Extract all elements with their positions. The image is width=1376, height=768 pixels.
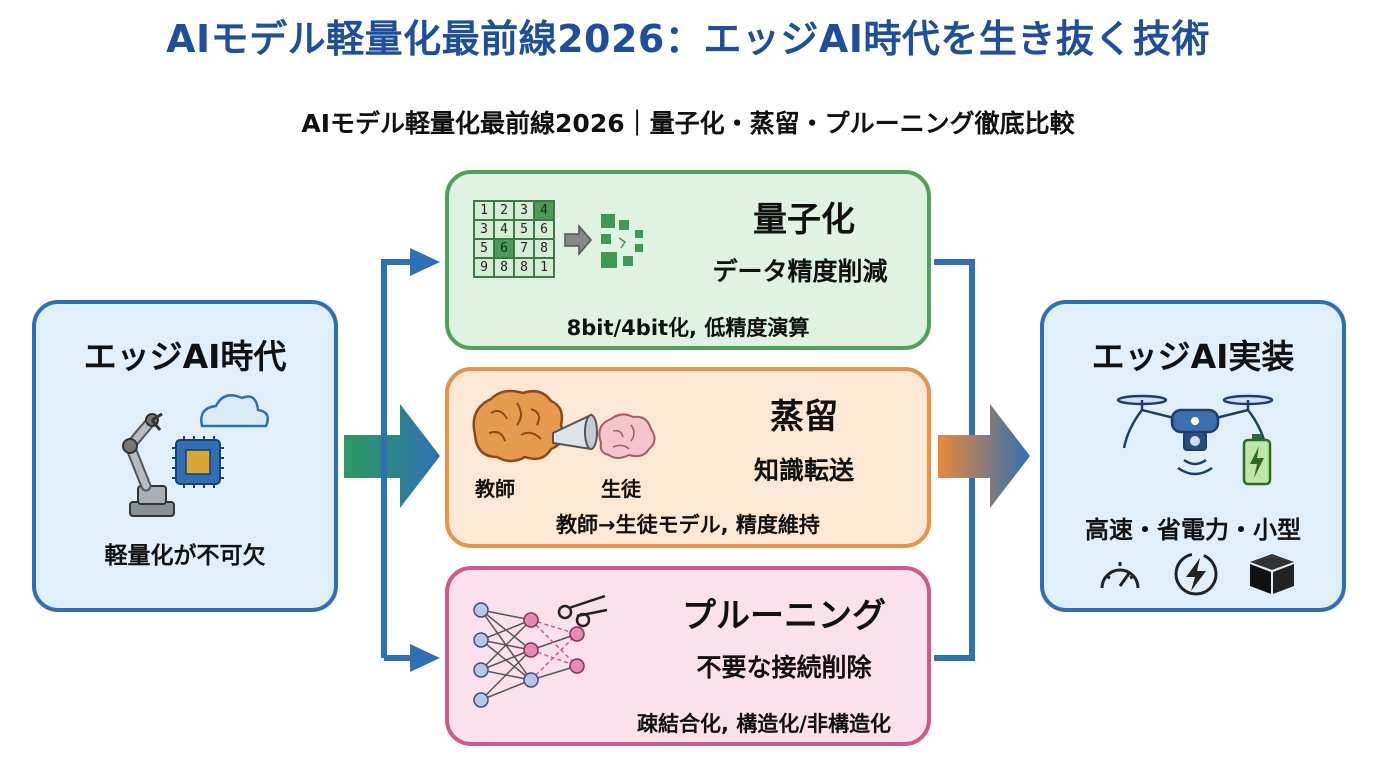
matrix-cell: 2 (494, 201, 514, 220)
funnel-icon (552, 413, 598, 451)
cloud-icon (200, 394, 269, 428)
matrix-cell: 5 (474, 239, 494, 258)
distillation-panel: 教師 生徒 蒸留 知識転送 教師→生徒モデル, 精度維持 (445, 367, 931, 548)
matrix-cell: 4 (534, 201, 554, 220)
matrix-cell: 6 (534, 220, 554, 239)
matrix-cell: 3 (474, 220, 494, 239)
edge-ai-era-panel: エッジAI時代 軽量化が不可欠 (32, 300, 338, 612)
quantization-title: 量子化 (753, 200, 855, 240)
distillation-subtitle: 知識転送 (753, 456, 854, 485)
student-label: 生徒 (601, 477, 641, 501)
chip-icon (172, 436, 224, 488)
matrix-cell: 7 (514, 239, 534, 258)
drone-icon (1116, 394, 1274, 486)
matrix-cell: 8 (494, 258, 514, 277)
quantization-matrix: 1 2 3 4 3 4 5 6 5 6 7 8 9 8 8 1 (473, 200, 555, 278)
pruning-title: プルーニング (682, 596, 886, 636)
battery-icon (1242, 434, 1272, 486)
robot-arm-icon (122, 394, 269, 517)
distillation-title: 蒸留 (770, 397, 838, 437)
matrix-cell: 4 (494, 220, 514, 239)
subtitle: AIモデル軽量化最前線2026｜量子化・蒸留・プルーニング徹底比較 (301, 109, 1075, 138)
lightning-icon (1174, 552, 1218, 596)
matrix-cell: 8 (514, 258, 534, 277)
quantized-blocks-icon (564, 214, 643, 268)
teacher-brain-icon (472, 389, 564, 463)
branch-arrow-bottom (410, 644, 440, 672)
quantization-subtitle: データ精度削減 (712, 257, 888, 286)
pruning-panel: プルーニング 不要な接続削除 疎結合化, 構造化/非構造化 (445, 566, 931, 746)
neural-network-icon (473, 594, 608, 708)
pruning-subtitle: 不要な接続削除 (696, 653, 872, 682)
flow-arrow-left (344, 404, 440, 508)
main-title: AIモデル軽量化最前線2026：エッジAI時代を生き抜く技術 (166, 17, 1210, 61)
matrix-cell: 8 (534, 239, 554, 258)
teacher-label: 教師 (475, 477, 515, 501)
flow-arrow-right (938, 404, 1030, 508)
edge-ai-era-text: 軽量化が不可欠 (104, 543, 266, 569)
speedometer-icon (1100, 562, 1140, 589)
quantization-note: 8bit/4bit化, 低精度演算 (566, 316, 810, 340)
matrix-cell: 1 (474, 201, 494, 220)
matrix-cell: 9 (474, 258, 494, 277)
edge-ai-impl-panel: エッジAI実装 高速・省電力・小型 (1040, 300, 1346, 612)
scissors-icon (557, 594, 608, 628)
pruning-note: 疎結合化, 構造化/非構造化 (637, 712, 891, 736)
matrix-cell: 6 (494, 239, 514, 258)
branch-arrow-top (410, 248, 440, 276)
matrix-cell: 5 (514, 220, 534, 239)
matrix-cell: 1 (534, 258, 554, 277)
branch-line-left (381, 259, 412, 658)
package-icon (1250, 554, 1294, 594)
student-brain-icon (598, 413, 656, 459)
matrix-cell: 3 (514, 201, 534, 220)
benefit-icons (1100, 552, 1294, 596)
quantization-panel: 1 2 3 4 3 4 5 6 5 6 7 8 9 8 8 1 量子化 データ精… (445, 170, 931, 350)
edge-ai-impl-title: エッジAI実装 (1091, 337, 1295, 376)
arrow-right-icon (564, 223, 592, 257)
distillation-illustration (472, 389, 656, 463)
edge-ai-era-title: エッジAI時代 (83, 337, 287, 376)
distillation-note: 教師→生徒モデル, 精度維持 (556, 513, 820, 537)
edge-ai-impl-text: 高速・省電力・小型 (1085, 516, 1301, 544)
